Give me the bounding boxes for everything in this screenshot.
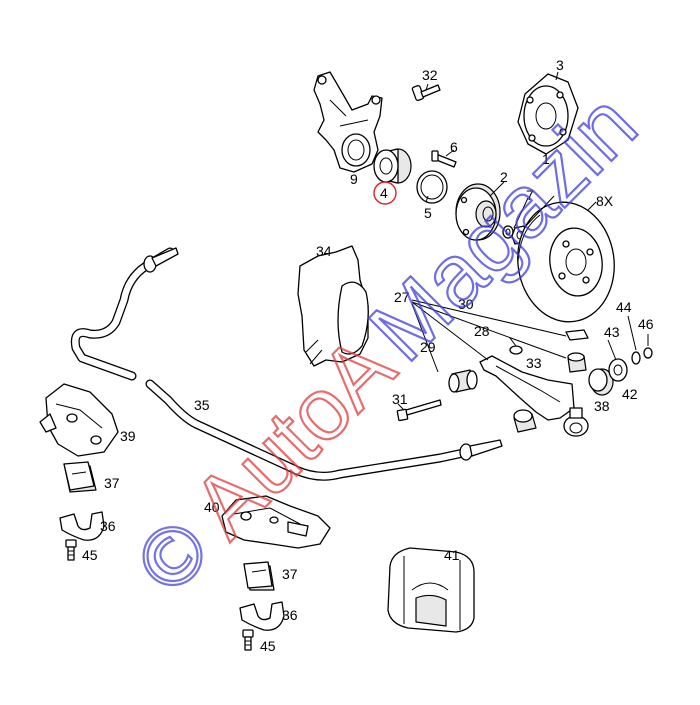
nut-46: [643, 347, 653, 359]
bolt: [411, 84, 441, 102]
label-part-32: 32: [422, 67, 438, 83]
label-part-7: 7: [526, 187, 534, 203]
steering-knuckle: [313, 71, 383, 173]
clamp-right: [239, 601, 285, 631]
washer-33: [509, 345, 523, 355]
washer-42: [608, 358, 628, 382]
rubber-bush-right: [243, 561, 275, 591]
label-part-33: 33: [526, 355, 542, 371]
label-part-43: 43: [604, 324, 620, 340]
label-part-35: 35: [194, 397, 210, 413]
large-rubber-bush: [387, 547, 475, 633]
label-part-41: 41: [444, 547, 460, 563]
label-part-36-left: 36: [100, 518, 116, 534]
bolt-45-right: [242, 629, 254, 651]
label-part-36-right: 36: [282, 607, 298, 623]
label-part-37-right: 37: [282, 566, 298, 582]
label-part-6: 6: [450, 139, 458, 155]
label-part-34: 34: [316, 243, 332, 259]
bolt-6: [431, 150, 457, 168]
label-part-1: 1: [542, 151, 550, 167]
control-arm: [479, 355, 575, 433]
label-part-46: 46: [638, 316, 654, 332]
arm-bolt: [396, 399, 442, 422]
label-part-39: 39: [120, 428, 136, 444]
label-part-31: 31: [392, 391, 408, 407]
label-part-38: 38: [594, 398, 610, 414]
label-part-4: 4: [380, 185, 388, 201]
clip: [565, 329, 589, 341]
bush-28: [567, 352, 587, 373]
drive-flange: [455, 183, 501, 241]
label-part-8x: 8X: [596, 193, 614, 209]
bush-38: [588, 368, 614, 396]
arm-bush: [448, 369, 478, 393]
bolt-45-left: [65, 539, 77, 561]
anti-roll-bar: [70, 247, 503, 481]
splash-shield: [297, 245, 369, 367]
snap-ring: [416, 170, 448, 204]
label-part-28: 28: [474, 323, 490, 339]
label-part-2: 2: [500, 169, 508, 185]
label-part-5: 5: [424, 205, 432, 221]
label-part-9: 9: [350, 171, 358, 187]
part-labels: 1 2 3 4 5 6 7 8X 9 27 28 29 30 31 32 33 …: [82, 57, 654, 654]
label-part-27: 27: [394, 289, 410, 305]
leader-lines: [397, 71, 649, 411]
label-part-40: 40: [204, 499, 220, 515]
wheel-hub: [517, 73, 579, 155]
ball-joint: [563, 407, 589, 437]
clamp-left: [59, 511, 105, 541]
label-part-44: 44: [616, 299, 632, 315]
label-part-3: 3: [556, 57, 564, 73]
brake-disc: [517, 201, 615, 323]
label-part-42: 42: [622, 386, 638, 402]
washer-43: [631, 351, 641, 365]
highlight-circle-part-4: [373, 181, 397, 205]
label-part-30: 30: [458, 296, 474, 312]
label-part-45-right: 45: [260, 638, 276, 654]
bracket-left: [39, 383, 119, 457]
bracket-right: [221, 495, 331, 549]
label-part-29: 29: [420, 339, 436, 355]
rubber-bush-left: [63, 461, 97, 493]
label-part-45-left: 45: [82, 547, 98, 563]
wheel-bearing: [373, 148, 412, 184]
label-part-37-left: 37: [104, 475, 120, 491]
